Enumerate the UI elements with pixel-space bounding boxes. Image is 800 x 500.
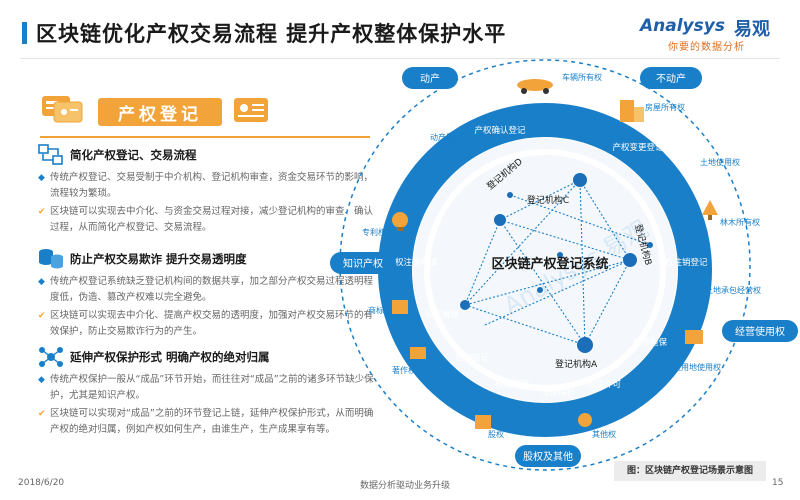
ring-label-cancel: 产权注销登记 (656, 257, 708, 268)
bullet-item: ✔区块链可以实现对“成品”之前的环节登记上链，延伸产权保护形式，从而明确产权的绝… (38, 408, 374, 435)
section-divider (40, 136, 370, 138)
ring-labels: 产权确认登记 产权变更登记 产权注册申请 产权注销登记 认证管理 查询验证 权属… (386, 125, 708, 398)
outer-pledge-right: 动产质押权 (430, 132, 470, 142)
ring-label-proof: 权属证明 (495, 379, 529, 390)
figure-caption: 图：区块链产权登记场景示意图 (614, 461, 766, 481)
node-label-c: 登记机构C (527, 194, 569, 206)
header: 区块链优化产权交易流程 提升产权整体保护水平 Analysys 易观 你要的数据… (0, 0, 800, 60)
outer-forest: 林木所有权 (720, 217, 760, 227)
brand-logo: Analysys 易观 你要的数据分析 (640, 14, 790, 54)
outer-contract: 土地承包经营权 (705, 285, 761, 295)
network-icon (39, 347, 63, 367)
registry-node-d (494, 214, 506, 226)
page-number: 15 (772, 478, 784, 488)
outer-copyright: 著作权 (392, 365, 416, 375)
block-title: 简化产权登记、交易流程 (70, 148, 197, 162)
category-equity: 股权及其他 (515, 445, 581, 467)
page-title: 区块链优化产权交易流程 提升产权整体保护水平 (36, 22, 507, 46)
factory-icon (685, 330, 703, 344)
category-business: 经营使用权 (722, 320, 798, 342)
check-bullet-icon: ✔ (38, 207, 46, 217)
logo-wordmark: Analysys (640, 16, 725, 36)
banner-background (98, 98, 222, 126)
check-bullet-icon: ✔ (38, 311, 46, 321)
footer-slogan: 数据分析驱动业务升级 (360, 481, 451, 491)
ring-label-query: 查询验证 (455, 352, 490, 363)
svg-text:动产: 动产 (420, 72, 440, 85)
benefit-block-1: 简化产权登记、交易流程 ◆传统产权登记、交易受制于中介机构、登记机构审查，资金交… (38, 144, 378, 236)
svg-text:知识产权: 知识产权 (343, 257, 383, 270)
outer-house: 房屋所有权 (645, 102, 685, 112)
ring-label-legal: 法律保护 (541, 387, 575, 398)
benefit-block-3: 延伸产权保护形式 明确产权的绝对归属 ◆传统产权保护一般从“成品”环节开始，而往… (38, 346, 378, 438)
lightbulb-icon (392, 212, 408, 231)
ring-label-license: 权益许可 (587, 379, 622, 390)
process-ring (378, 103, 712, 437)
title-accent-bar (22, 22, 27, 44)
chart-icon (475, 415, 491, 429)
logo-chinese: 易观 (734, 19, 770, 40)
outer-trademark: 商标权 (368, 305, 392, 315)
id-card-icon (234, 98, 268, 122)
process-flow-icon (38, 144, 63, 165)
database-icon (39, 249, 63, 269)
svg-text:经营使用权: 经营使用权 (735, 325, 785, 338)
registry-node (460, 300, 470, 310)
category-immovable: 不动产 (640, 67, 702, 89)
car-icon (517, 79, 553, 94)
ring-label-pledge: 抵押担保 (633, 337, 668, 348)
network-links (464, 179, 651, 346)
outer-construction: 建设用地使用权 (665, 362, 721, 372)
footer: 2018/6/20 数据分析驱动业务升级 15 (0, 470, 800, 500)
money-icon (578, 413, 592, 427)
outer-items: 车辆所有权 动产质押权 房屋所有权 土地使用权 林木所有权 土地承包经营权 专利… (362, 72, 761, 439)
outer-patent: 专利权 (362, 227, 386, 237)
diamond-bullet-icon: ◆ (38, 277, 45, 287)
registry-node-c (573, 173, 587, 187)
outer-land: 土地使用权 (700, 157, 740, 167)
section-banner: 产权登记 (40, 92, 268, 126)
benefit-block-2: 防止产权交易欺诈 提升交易透明度 ◆传统产权登记系统缺乏登记机构间的数据共享，加… (38, 248, 378, 340)
ring-label-cert: 认证管理 (425, 309, 460, 320)
inner-disc (413, 138, 677, 402)
blockchain-registry-diagram: 登记机构C 登记机构D 登记机构B 登记机构A 区块链产权登记系统 Analys… (330, 59, 798, 471)
footer-date: 2018/6/20 (18, 478, 65, 488)
ring-label-change: 产权变更登记 (612, 142, 664, 153)
logo-tagline: 你要的数据分析 (668, 42, 745, 53)
cards-icon (42, 96, 83, 123)
bullet-item: ✔区块链可以实现去中介化、与资金交易过程对接，减少登记机构的审查、确认过程，从而… (38, 206, 374, 233)
registry-node-b (623, 253, 637, 267)
tree-icon (702, 200, 718, 220)
bullet-item: ◆传统产权登记、交易受制于中介机构、登记机构审查，资金交易环节的影响，流程较为繁… (38, 172, 374, 199)
outer-car: 车辆所有权 (562, 72, 602, 82)
registry-node-a (577, 337, 593, 353)
book-icon (410, 347, 426, 359)
bullet-item: ◆传统产权登记系统缺乏登记机构间的数据共享，加之部分产权交易过程透明程度低，伪造… (38, 276, 374, 303)
category-movable: 动产 (402, 67, 458, 89)
diamond-bullet-icon: ◆ (38, 173, 45, 183)
ring-label-confirm: 产权确认登记 (474, 125, 526, 136)
trademark-icon (392, 300, 408, 314)
bullet-item: ◆传统产权保护一般从“成品”环节开始，而往往对“成品”之前的诸多环节缺少保护，尤… (38, 374, 374, 401)
category-ip: 知识产权 (330, 252, 396, 274)
check-bullet-icon: ✔ (38, 409, 46, 419)
svg-text:不动产: 不动产 (656, 72, 686, 85)
diamond-bullet-icon: ◆ (38, 375, 45, 385)
building-icon (620, 100, 644, 122)
node-label-a: 登记机构A (555, 358, 598, 370)
header-divider (20, 58, 780, 59)
center-label: 区块链产权登记系统 (491, 256, 608, 272)
banner-title: 产权登记 (118, 105, 202, 125)
block-title: 延伸产权保护形式 明确产权的绝对归属 (70, 350, 270, 364)
block-title: 防止产权交易欺诈 提升交易透明度 (70, 252, 247, 266)
ring-label-transfer: 产权注册申请 (386, 257, 438, 268)
outer-stock: 股权 (488, 429, 504, 439)
svg-text:股权及其他: 股权及其他 (523, 450, 573, 463)
bullet-item: ✔区块链可以实现去中介化、提高产权交易的透明度，加强对产权交易环节的有效保护，防… (38, 310, 374, 337)
outer-other: 其他权 (592, 429, 616, 439)
